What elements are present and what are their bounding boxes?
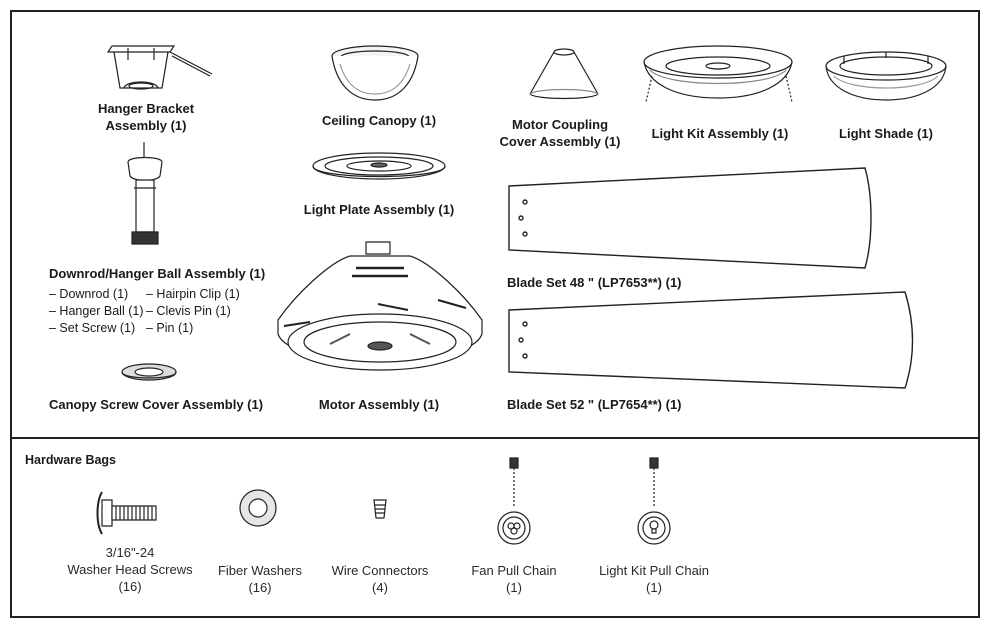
light-shade-illustration <box>824 42 948 104</box>
screw-size: 3/16"-24 <box>105 545 155 560</box>
pin-item: – Pin (1) <box>146 321 194 335</box>
hairpin-clip-item: – Hairpin Clip (1) <box>146 287 240 301</box>
fiber-washer-illustration <box>238 488 278 528</box>
screw-qty: (16) <box>118 579 142 594</box>
downrod-label: Downrod/Hanger Ball Assembly (1) <box>49 266 266 281</box>
clevis-pin-item: – Clevis Pin (1) <box>146 304 231 318</box>
downrod-item: – Downrod (1) <box>49 287 129 301</box>
hardware-bags-title: Hardware Bags <box>25 453 117 467</box>
hardware-item-wire-connectors: Wire Connectors (4) <box>320 562 440 596</box>
downrod-items-left: – Downrod (1) – Hanger Ball (1) – Set Sc… <box>49 286 144 337</box>
downrod-illustration <box>120 142 170 250</box>
hanger-bracket-line2: Assembly (1) <box>105 118 187 133</box>
ceiling-canopy-illustration <box>330 44 420 102</box>
hardware-item-washer-screws: 3/16"-24 Washer Head Screws (16) <box>50 544 210 595</box>
hanger-ball-item: – Hanger Ball (1) <box>49 304 144 318</box>
light-kit-label: Light Kit Assembly (1) <box>651 126 789 141</box>
hardware-item-fiber-washers: Fiber Washers (16) <box>200 562 320 596</box>
fan-chain-name: Fan Pull Chain <box>471 563 557 578</box>
motor-assembly-label: Motor Assembly (1) <box>318 397 440 412</box>
screw-name: Washer Head Screws <box>67 562 193 577</box>
light-chain-name: Light Kit Pull Chain <box>599 563 709 578</box>
light-kit-pull-chain-illustration <box>634 458 674 548</box>
connector-name: Wire Connectors <box>331 563 429 578</box>
light-kit-assembly-illustration <box>636 40 806 108</box>
light-shade-label: Light Shade (1) <box>839 126 933 141</box>
canopy-screw-cover-label: Canopy Screw Cover Assembly (1) <box>48 397 264 412</box>
blade-48-illustration <box>505 166 875 270</box>
hanger-bracket-label: Hanger Bracket Assembly (1) <box>86 100 206 134</box>
set-screw-item: – Set Screw (1) <box>49 321 136 335</box>
hanger-bracket-illustration <box>100 40 220 98</box>
fan-chain-qty: (1) <box>506 580 522 595</box>
motor-coupling-label: Motor Coupling Cover Assembly (1) <box>490 116 630 150</box>
motor-assembly-illustration <box>270 238 492 388</box>
canopy-screw-cover-illustration <box>120 362 178 384</box>
motor-coupling-line1: Motor Coupling <box>511 117 609 132</box>
wire-connector-illustration <box>370 496 390 522</box>
connector-qty: (4) <box>372 580 388 595</box>
fan-pull-chain-illustration <box>494 458 534 548</box>
hardware-item-light-kit-pull-chain: Light Kit Pull Chain (1) <box>584 562 724 596</box>
blade-52-label: Blade Set 52 " (LP7654**) (1) <box>507 397 682 412</box>
blade-48-label: Blade Set 48 " (LP7653**) (1) <box>507 275 682 290</box>
light-chain-qty: (1) <box>646 580 662 595</box>
blade-52-illustration <box>505 288 915 392</box>
ceiling-canopy-label: Ceiling Canopy (1) <box>321 113 437 128</box>
motor-coupling-cover-illustration <box>526 44 602 102</box>
parts-frame <box>10 10 980 618</box>
hanger-bracket-line1: Hanger Bracket <box>97 101 195 116</box>
light-plate-label: Light Plate Assembly (1) <box>303 202 455 217</box>
washer-head-screw-illustration <box>96 488 162 538</box>
hardware-item-fan-pull-chain: Fan Pull Chain (1) <box>454 562 574 596</box>
light-plate-illustration <box>310 150 448 188</box>
section-divider <box>10 437 980 439</box>
washer-name: Fiber Washers <box>217 563 303 578</box>
washer-qty: (16) <box>248 580 272 595</box>
downrod-items-right: – Hairpin Clip (1) – Clevis Pin (1) – Pi… <box>146 286 240 337</box>
motor-coupling-line2: Cover Assembly (1) <box>499 134 621 149</box>
